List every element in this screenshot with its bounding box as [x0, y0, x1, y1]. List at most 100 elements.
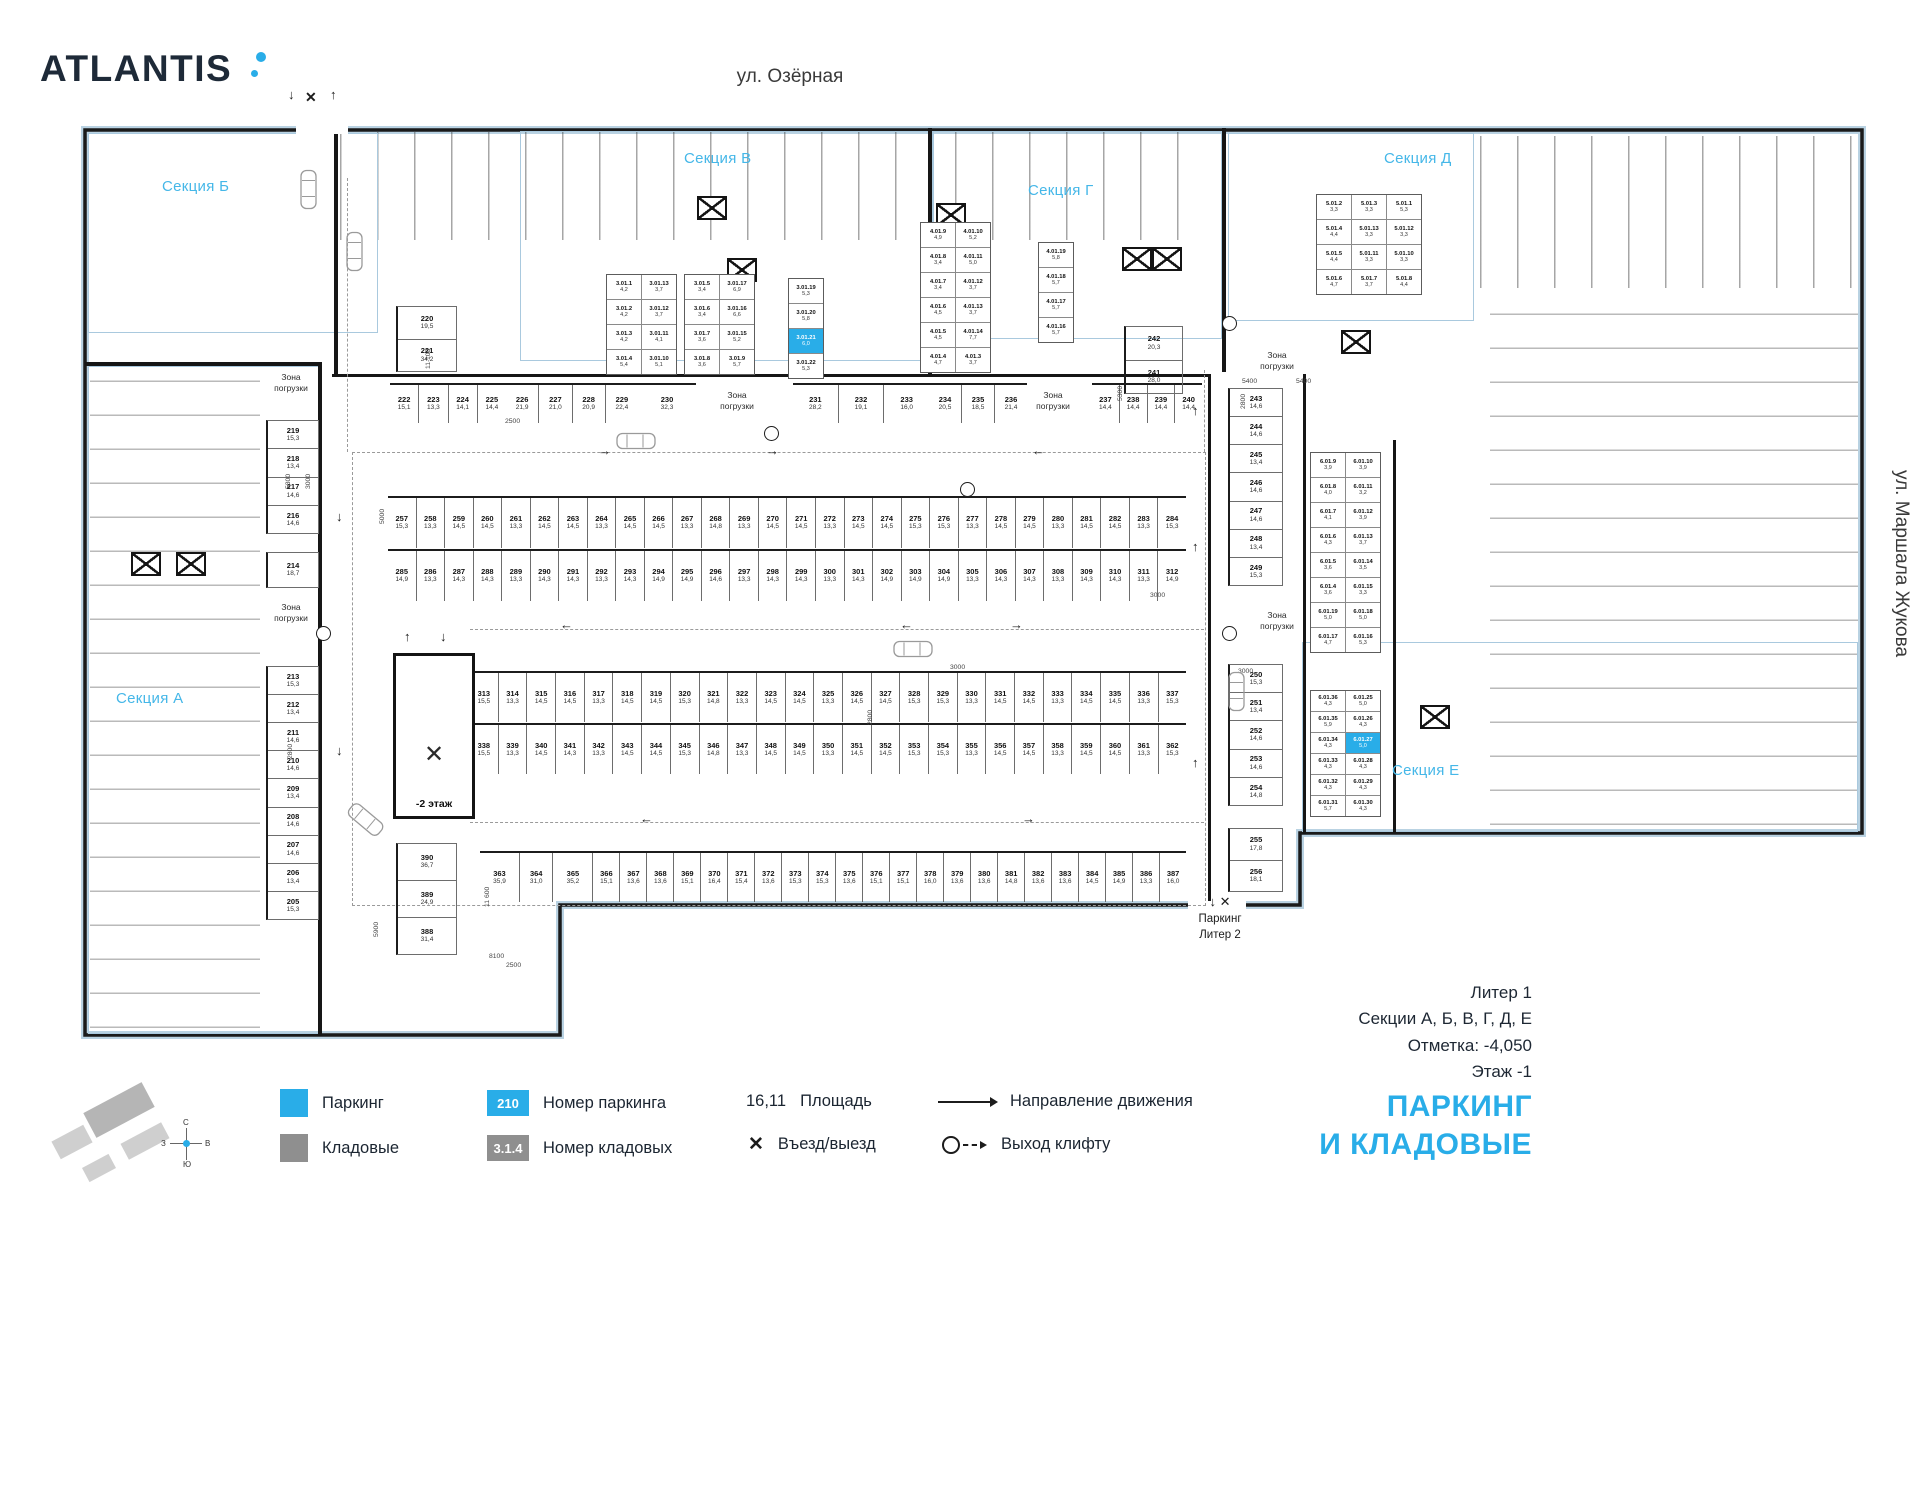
ramp-to-level-2[interactable]: ✕ -2 этаж [393, 653, 475, 819]
